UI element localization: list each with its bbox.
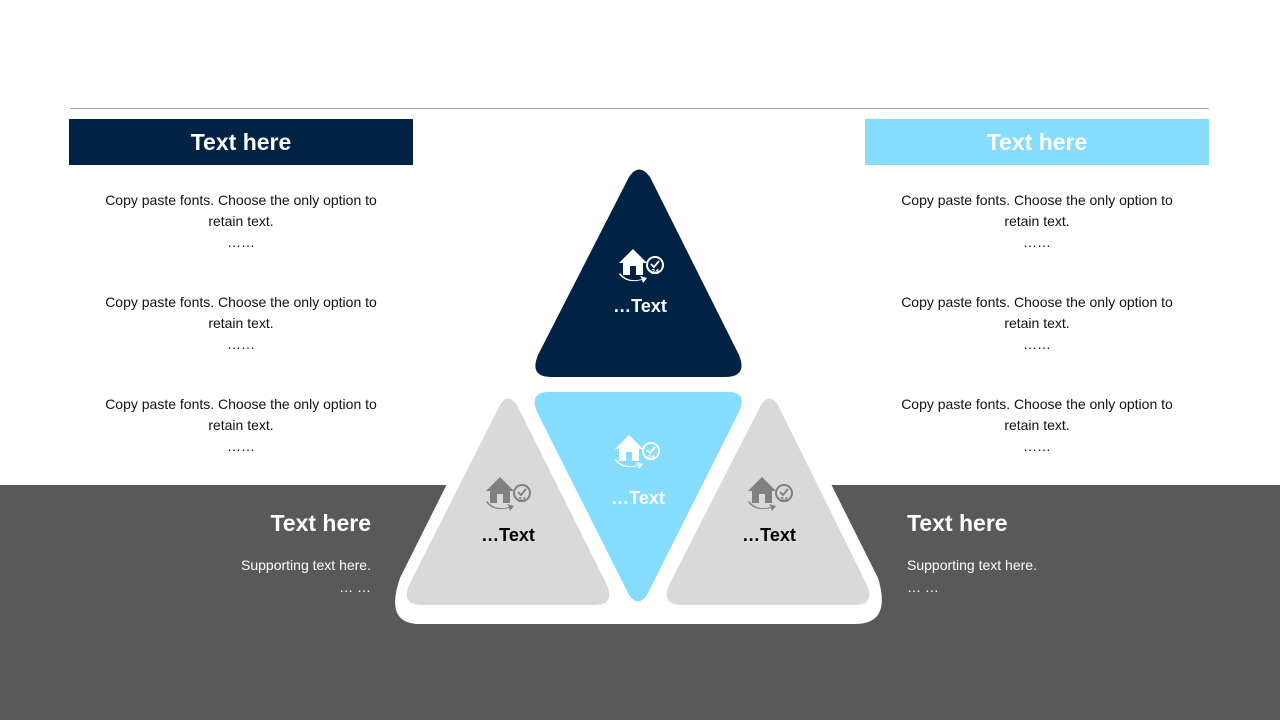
paragraph-line: Copy paste fonts. Choose the only option… xyxy=(105,294,377,310)
right-paragraph-3: Copy paste fonts. Choose the only option… xyxy=(892,394,1182,457)
bottom-right-support: Supporting text here. … … xyxy=(907,554,1157,598)
paragraph-line: Copy paste fonts. Choose the only option… xyxy=(901,396,1173,412)
right-paragraph-2: Copy paste fonts. Choose the only option… xyxy=(892,292,1182,355)
left-triangle-label: …Text xyxy=(481,525,535,545)
right-header-title: Text here xyxy=(986,128,1088,155)
paragraph-ellipsis: …… xyxy=(1023,336,1051,352)
center-triangle-label: …Text xyxy=(611,488,665,508)
bottom-right-title: Text here xyxy=(907,510,1008,536)
bottom-left-title: Text here xyxy=(270,510,371,536)
svg-text:24: 24 xyxy=(518,497,526,504)
right-triangle-label: …Text xyxy=(742,525,796,545)
paragraph-ellipsis: …… xyxy=(227,234,255,250)
paragraph-line: Copy paste fonts. Choose the only option… xyxy=(105,396,377,412)
right-paragraph-1: Copy paste fonts. Choose the only option… xyxy=(892,190,1182,253)
home-24-hours-icon: 24 xyxy=(483,471,533,511)
svg-text:24: 24 xyxy=(651,269,659,276)
paragraph-ellipsis: …… xyxy=(1023,438,1051,454)
top-triangle-label: …Text xyxy=(613,296,667,316)
home-24-hours-icon: 24 xyxy=(612,429,662,469)
left-paragraph-2: Copy paste fonts. Choose the only option… xyxy=(96,292,386,355)
paragraph-ellipsis: …… xyxy=(227,438,255,454)
paragraph-line: retain text. xyxy=(1004,417,1070,433)
left-header: Text here xyxy=(69,119,413,165)
support-ellipsis: … … xyxy=(907,579,939,595)
home-24-hours-icon: 24 xyxy=(745,471,795,511)
left-header-title: Text here xyxy=(190,128,292,155)
paragraph-line: Copy paste fonts. Choose the only option… xyxy=(901,294,1173,310)
center-triangle xyxy=(534,392,742,602)
paragraph-line: retain text. xyxy=(1004,213,1070,229)
paragraph-line: retain text. xyxy=(208,213,274,229)
left-paragraph-3: Copy paste fonts. Choose the only option… xyxy=(96,394,386,457)
paragraph-ellipsis: …… xyxy=(227,336,255,352)
paragraph-line: retain text. xyxy=(1004,315,1070,331)
paragraph-line: Copy paste fonts. Choose the only option… xyxy=(901,192,1173,208)
right-header: Text here xyxy=(865,119,1209,165)
svg-text:24: 24 xyxy=(780,497,788,504)
paragraph-line: Copy paste fonts. Choose the only option… xyxy=(105,192,377,208)
support-ellipsis: … … xyxy=(339,579,371,595)
left-paragraph-1: Copy paste fonts. Choose the only option… xyxy=(96,190,386,253)
top-divider xyxy=(70,108,1209,109)
bottom-left-support: Supporting text here. … … xyxy=(121,554,371,598)
support-line: Supporting text here. xyxy=(241,557,371,573)
paragraph-ellipsis: …… xyxy=(1023,234,1051,250)
support-line: Supporting text here. xyxy=(907,557,1037,573)
paragraph-line: retain text. xyxy=(208,417,274,433)
paragraph-line: retain text. xyxy=(208,315,274,331)
svg-text:24: 24 xyxy=(647,455,655,462)
home-24-hours-icon: 24 xyxy=(616,243,666,283)
